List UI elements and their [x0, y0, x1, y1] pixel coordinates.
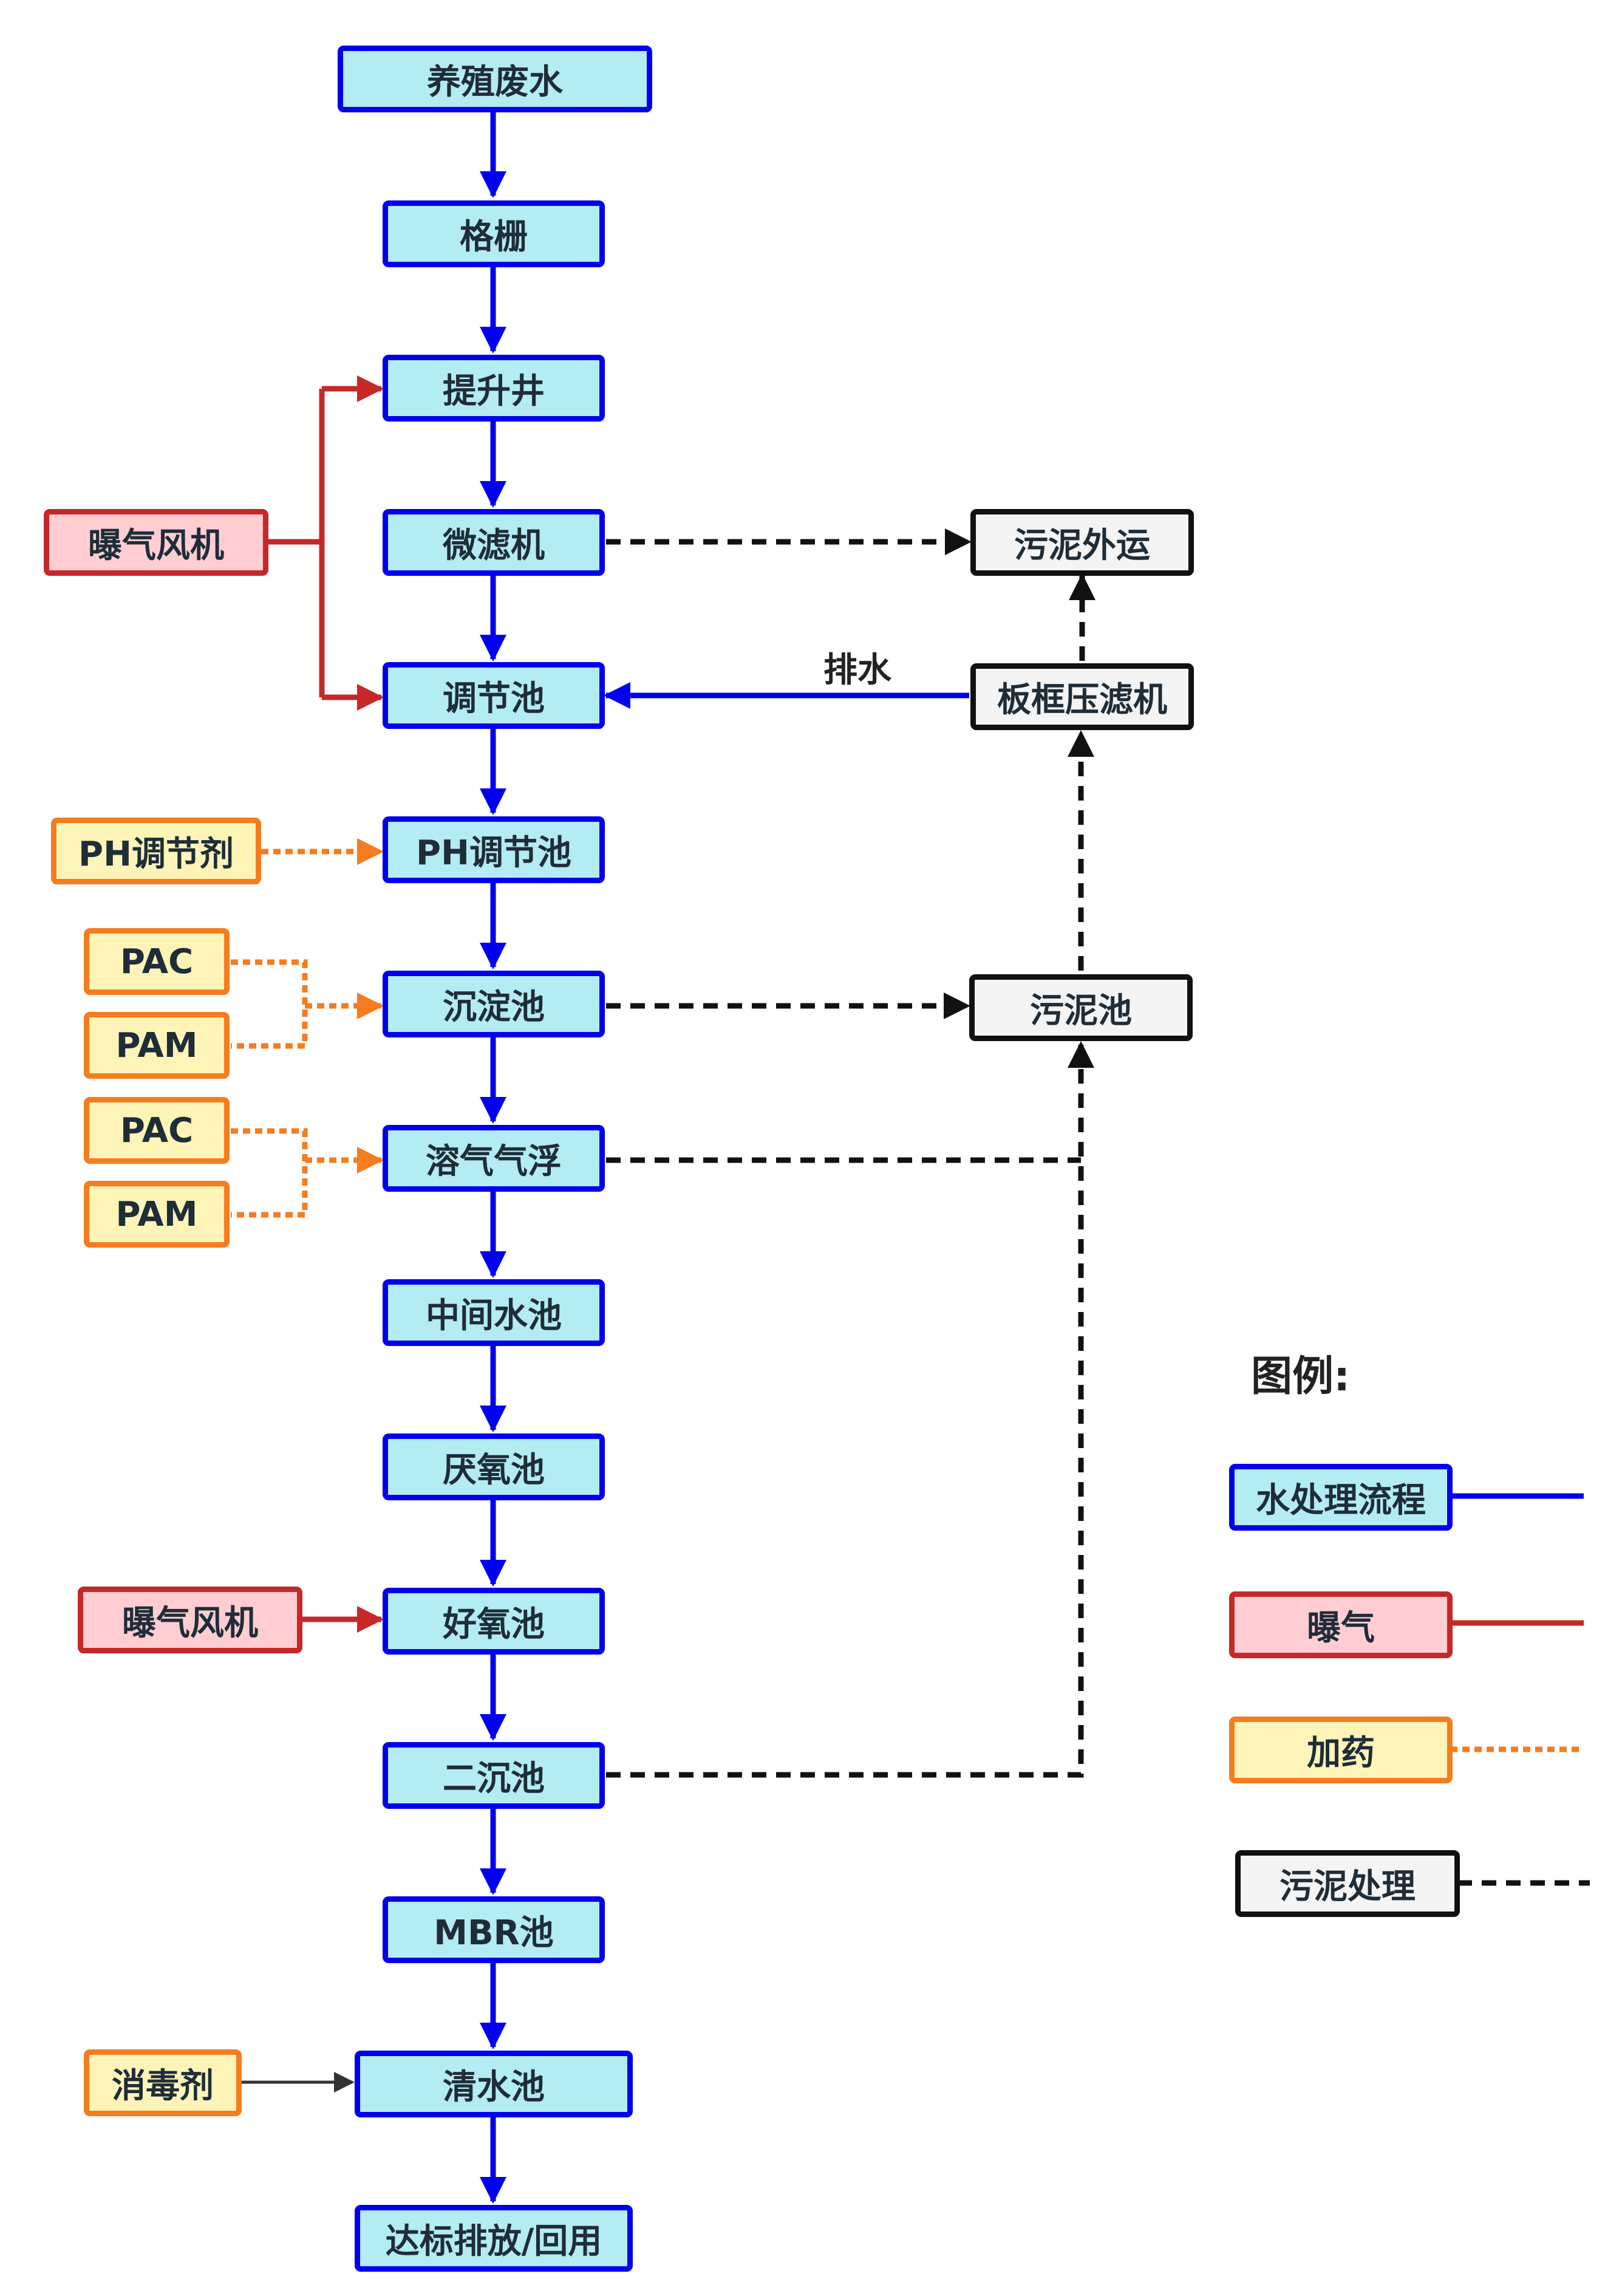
sludge-lines	[606, 528, 1590, 1886]
aeration-lines	[268, 375, 1584, 1633]
node-ph-agent: PH调节剂	[51, 818, 261, 884]
dosing-bracket-1	[231, 959, 308, 1049]
node-regulating-tank: 调节池	[383, 662, 605, 729]
legend-water-swatch: 水处理流程	[1229, 1464, 1453, 1531]
node-label: 沉淀池	[443, 987, 545, 1027]
node-label: 污泥外运	[1014, 525, 1150, 565]
node-pam-1: PAM	[84, 1012, 230, 1079]
node-label: 达标排放/回用	[385, 2221, 602, 2261]
legend-dosing-swatch: 加药	[1229, 1717, 1453, 1783]
node-blower-top: 曝气风机	[44, 509, 268, 576]
node-label: 中间水池	[426, 1296, 562, 1336]
legend-aeration-swatch: 曝气	[1229, 1591, 1453, 1658]
node-label: 溶气气浮	[426, 1141, 562, 1181]
node-discharge-reuse: 达标排放/回用	[355, 2205, 633, 2272]
node-dissolved-air-flotation: 溶气气浮	[383, 1125, 605, 1192]
node-label: PAC	[120, 1110, 194, 1150]
node-intermediate-tank: 中间水池	[383, 1279, 605, 1346]
node-micro-filter: 微滤机	[383, 509, 605, 576]
legend-sludge-swatch: 污泥处理	[1235, 1850, 1460, 1917]
node-label: 消毒剂	[112, 2066, 214, 2106]
node-clear-water-tank: 清水池	[355, 2051, 633, 2117]
node-label: 二沉池	[443, 1758, 545, 1799]
node-label: PAC	[120, 941, 194, 982]
node-label: 曝气风机	[122, 1603, 258, 1643]
node-aerobic-tank: 好氧池	[383, 1588, 605, 1655]
node-label: PH调节剂	[78, 834, 234, 874]
node-sedimentation-tank: 沉淀池	[383, 971, 605, 1037]
node-label: 厌氧池	[443, 1450, 545, 1490]
node-anaerobic-tank: 厌氧池	[383, 1433, 605, 1500]
node-label: 格栅	[460, 217, 528, 257]
dosing-lines	[231, 838, 1584, 1752]
node-label: 微滤机	[443, 525, 545, 565]
node-label: 调节池	[443, 678, 545, 719]
node-label: 曝气风机	[88, 525, 224, 565]
water-flow-arrows	[480, 112, 1584, 2204]
legend-label: 加药	[1307, 1733, 1375, 1773]
legend-title: 图例:	[1251, 1353, 1351, 1401]
node-disinfectant: 消毒剂	[84, 2049, 242, 2116]
node-pac-2: PAC	[84, 1097, 230, 1164]
node-label: PAM	[115, 1194, 198, 1234]
node-label: MBR池	[434, 1913, 554, 1953]
node-label: 好氧池	[443, 1604, 545, 1644]
node-label: 养殖废水	[427, 62, 563, 102]
arrow-n12-to-tank	[606, 1041, 1094, 1778]
node-pam-2: PAM	[84, 1181, 230, 1248]
node-ph-tank: PH调节池	[383, 816, 605, 883]
node-secondary-sedimentation: 二沉池	[383, 1742, 605, 1809]
node-label: PH调节池	[416, 833, 571, 873]
node-label: 清水池	[443, 2067, 545, 2107]
node-culture-wastewater: 养殖废水	[338, 46, 652, 112]
node-filter-press: 板框压滤机	[970, 663, 1194, 730]
node-grille: 格栅	[383, 200, 605, 267]
node-blower-bottom: 曝气风机	[78, 1587, 302, 1653]
node-mbr-tank: MBR池	[383, 1896, 605, 1963]
node-label: 板框压滤机	[997, 680, 1167, 720]
drain-label: 排水	[823, 651, 891, 690]
legend-label: 水处理流程	[1256, 1480, 1426, 1520]
node-label: PAM	[115, 1025, 198, 1065]
dosing-bracket-2	[231, 1128, 308, 1218]
node-sludge-tank: 污泥池	[969, 974, 1193, 1041]
legend-label: 污泥处理	[1280, 1867, 1416, 1907]
node-label: 污泥池	[1030, 991, 1132, 1031]
legend-label: 曝气	[1307, 1608, 1375, 1648]
node-label: 提升井	[443, 371, 545, 411]
node-lift-well: 提升井	[383, 355, 605, 422]
node-sludge-outbound: 污泥外运	[970, 509, 1194, 576]
node-pac-1: PAC	[84, 928, 230, 995]
